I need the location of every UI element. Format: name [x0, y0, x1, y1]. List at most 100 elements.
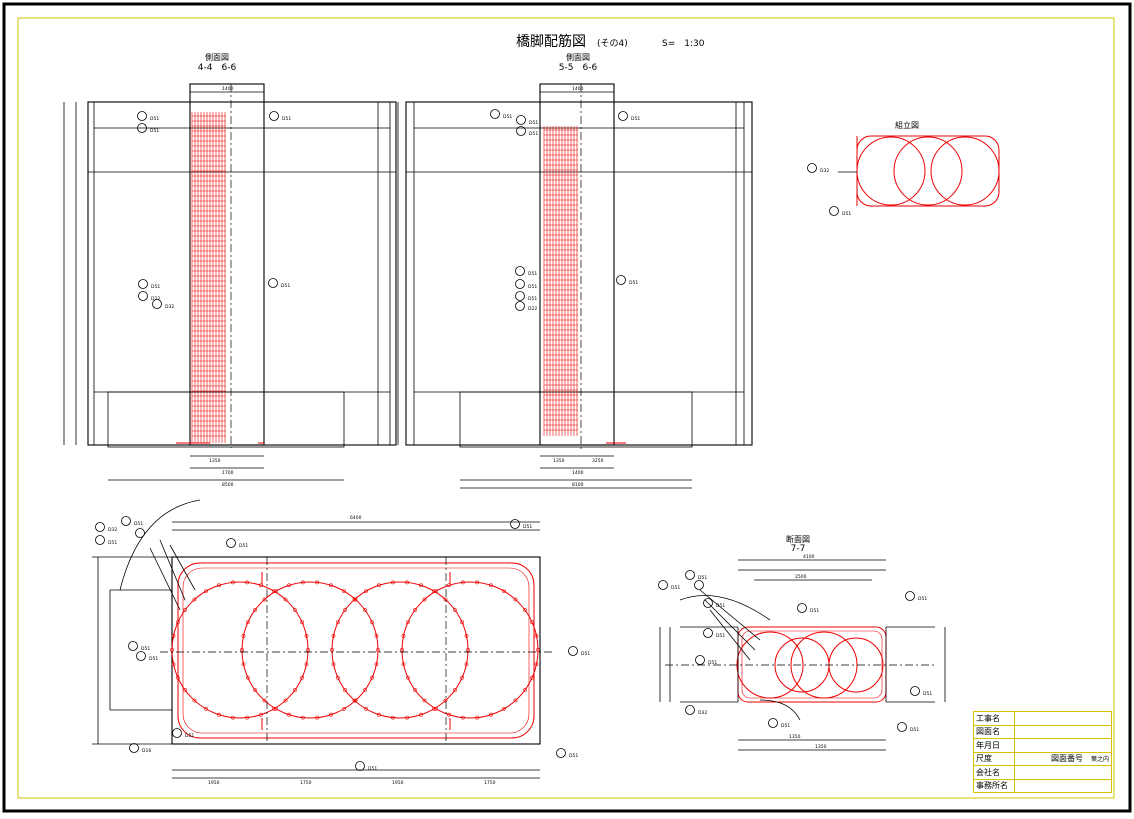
dim-base-left: 1700 [222, 470, 234, 476]
rebar-dot [364, 707, 368, 711]
rebar-dot [413, 608, 417, 612]
title-block-label: 図面名 [973, 724, 1015, 739]
title-block-value [1014, 738, 1112, 753]
svg-text:D51: D51 [281, 283, 290, 289]
title-block-value [1014, 765, 1112, 780]
rebar-dot [523, 688, 527, 692]
rebar-dot [401, 634, 406, 638]
title-block: 工事名図面名年月日尺度図面番号葉之内会社名事務所名 [973, 711, 1112, 793]
side-view-left-section: 4-4 6-6 [198, 63, 237, 73]
rebar-dot [502, 589, 506, 594]
rebar-dot [287, 712, 291, 717]
title-block-label: 事務所名 [973, 778, 1015, 793]
plan-dim-seg4: 1750 [484, 780, 496, 786]
side-view-right-section: 5-5 6-6 [559, 63, 598, 73]
rebar-dot [489, 583, 493, 588]
rebar-dot [192, 597, 197, 602]
rebar-dot [364, 589, 368, 594]
rebar-dot [363, 688, 367, 692]
rebar-dot [343, 688, 347, 692]
drawing-title: 橋脚配筋図 [516, 33, 586, 50]
rebar-dot [390, 580, 395, 585]
rebar-dot [453, 608, 457, 612]
rebar-dot [300, 620, 305, 625]
title-block-label: 年月日 [973, 738, 1015, 753]
plan-rebar-dots [170, 580, 540, 720]
svg-text:D32: D32 [165, 304, 174, 310]
rebar-dot [300, 715, 305, 720]
assembly-view: 組立図 D32 D51 [807, 120, 1000, 217]
rebar-dot [217, 712, 221, 717]
svg-text:D51: D51 [368, 766, 377, 772]
rebar-dot [405, 675, 410, 680]
rebar-dot [342, 707, 346, 711]
plan-dim-seg2: 1750 [300, 780, 312, 786]
rebar-dot [331, 662, 336, 667]
plan-dim-seg1: 1950 [208, 780, 220, 786]
svg-text:D51: D51 [134, 521, 143, 527]
svg-text:D51: D51 [716, 633, 725, 639]
title-block-row: 尺度図面番号葉之内 [973, 751, 1112, 766]
rebar-dot [390, 715, 395, 720]
plan-dim-seg3: 1950 [392, 780, 404, 786]
rebar-dot [192, 698, 197, 703]
rebar-dot [374, 662, 379, 667]
rebar-dot [513, 698, 518, 703]
side-view-right-label: 側面図 [566, 52, 590, 62]
rebar-dot [245, 580, 250, 585]
rebar-dot [447, 712, 451, 717]
rebar-dot [475, 580, 480, 585]
rebar-dot [374, 634, 379, 638]
svg-text:D51: D51 [631, 116, 640, 122]
svg-text:D32: D32 [820, 168, 829, 174]
rebar-dot [530, 675, 535, 680]
svg-text:D51: D51 [910, 727, 919, 733]
rebar-dot [245, 675, 250, 680]
rebar-dot [460, 675, 465, 680]
title-block-row: 事務所名 [973, 778, 1112, 793]
rebar-dot [370, 675, 375, 680]
rebar-dot [335, 675, 340, 680]
svg-text:D51: D51 [151, 284, 160, 290]
rebar-dot [241, 662, 246, 667]
rebar-dot [262, 698, 267, 703]
rebar-dot [300, 675, 305, 680]
title-block-value [1014, 711, 1112, 726]
rebar-dot [377, 583, 381, 588]
rebar-dot [240, 648, 244, 652]
rebar-dot [460, 580, 465, 585]
rebar-dot [217, 583, 221, 588]
svg-text:D51: D51 [108, 540, 117, 546]
rebar-dot [175, 675, 180, 680]
rebar-dot [352, 698, 357, 703]
dim-base-width-left: 8500 [222, 482, 234, 488]
rebar-cage-left [191, 112, 226, 443]
svg-text:D51: D51 [569, 753, 578, 759]
rebar-dot [283, 698, 288, 703]
rebar-dot [422, 698, 427, 703]
rebar-dot [287, 583, 291, 588]
rebar-dot [530, 620, 535, 625]
svg-text:D51: D51 [529, 120, 538, 126]
rebar-dot [343, 608, 347, 612]
svg-text:D51: D51 [185, 733, 194, 739]
svg-text:D51: D51 [528, 271, 537, 277]
dim-mid-left: 1350 [209, 458, 221, 464]
rebar-dot [262, 597, 267, 602]
rebar-dot [489, 712, 493, 717]
svg-text:D51: D51 [918, 596, 927, 602]
rebar-dot [405, 620, 410, 625]
rebar-dot [400, 648, 404, 652]
title-block-label: 尺度 [973, 751, 1015, 766]
rebar-dot [183, 608, 187, 612]
section-77-id: 7-7 [791, 544, 806, 554]
rebar-dot [259, 583, 263, 588]
svg-text:D51: D51 [503, 114, 512, 120]
svg-text:D51: D51 [529, 131, 538, 137]
title-block-value [1014, 778, 1112, 793]
dim-top-left: 1400 [222, 86, 234, 92]
svg-text:D32: D32 [698, 710, 707, 716]
rebar-dot [536, 648, 540, 652]
dim-base-right: 1400 [572, 470, 584, 476]
